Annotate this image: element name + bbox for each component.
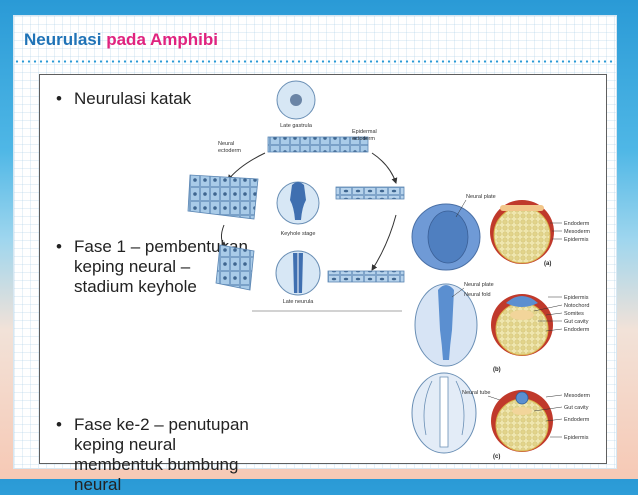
epidermal-strip-lower <box>327 270 405 283</box>
label-epidermal-ectoderm-2: ectoderm <box>352 136 375 142</box>
label-late-neurula: Late neurula <box>283 299 315 305</box>
label-epidermal-ectoderm-1: Epidermal <box>352 129 377 135</box>
dotted-divider <box>14 60 616 63</box>
stage-c-figure: Neural tube Mesoderm Gut cavity Endoderm… <box>411 372 590 460</box>
keyhole-stage-figure: Keyhole stage <box>276 181 320 237</box>
label-b-endoderm: Endoderm <box>564 327 590 333</box>
epidermal-strip-flat <box>335 186 405 200</box>
label-b-letter: (b) <box>493 367 501 373</box>
label-c-letter: (c) <box>493 454 500 460</box>
label-c-mesoderm: Mesoderm <box>564 393 590 399</box>
label-c-endoderm: Endoderm <box>564 417 590 423</box>
label-keyhole-stage: Keyhole stage <box>281 231 316 237</box>
stage-b-figure: Neural plate Neural fold Epidermis Notoc… <box>414 282 590 373</box>
neural-ectoderm-columnar-block <box>187 174 259 220</box>
label-b-neural-fold: Neural fold <box>464 292 491 298</box>
ectoderm-strip-top <box>267 136 369 153</box>
label-c-gut-cavity: Gut cavity <box>564 405 589 411</box>
content-panel: Neurulasi katak Fase 1 – pembentukan kep… <box>39 74 607 494</box>
bullet-neurulasi-katak: Neurulasi katak <box>52 89 252 109</box>
label-a-letter: (a) <box>544 261 551 267</box>
label-b-epidermis: Epidermis <box>564 295 589 301</box>
title-part-neurulasi: Neurulasi <box>24 30 102 49</box>
label-neural-ectoderm-1: Neural <box>218 141 234 147</box>
late-neurula-figure: Late neurula <box>275 250 321 305</box>
label-a-neural-plate: Neural plate <box>466 194 496 200</box>
label-a-endoderm: Endoderm <box>564 221 590 227</box>
stage-a-figure: Neural plate Endoderm Mesoderm Epidermis… <box>411 194 590 271</box>
label-b-notochord: Notochord <box>564 303 589 309</box>
late-gastrula-figure: Late gastrula <box>276 80 316 129</box>
neural-fold-block <box>215 244 255 291</box>
label-a-epidermis: Epidermis <box>564 237 589 243</box>
label-b-neural-plate: Neural plate <box>464 282 494 288</box>
label-b-somites: Somites <box>564 311 584 317</box>
neurulation-diagram: Late gastrula Neural ectoderm Epidermal … <box>187 80 590 460</box>
label-c-neural-tube: Neural tube <box>462 390 490 396</box>
slide-title: Neurulasi pada Amphibi <box>24 30 218 50</box>
label-neural-ectoderm-2: ectoderm <box>218 148 241 154</box>
label-a-mesoderm: Mesoderm <box>564 229 590 235</box>
title-part-pada-amphibi: pada Amphibi <box>106 30 218 49</box>
slide: Neurulasi pada Amphibi Neurulasi katak F… <box>13 15 617 494</box>
bullet-fase-1: Fase 1 – pembentukan keping neural – sta… <box>52 237 252 297</box>
label-late-gastrula: Late gastrula <box>280 123 313 129</box>
label-b-gut-cavity: Gut cavity <box>564 319 589 325</box>
label-c-epidermis: Epidermis <box>564 435 589 441</box>
